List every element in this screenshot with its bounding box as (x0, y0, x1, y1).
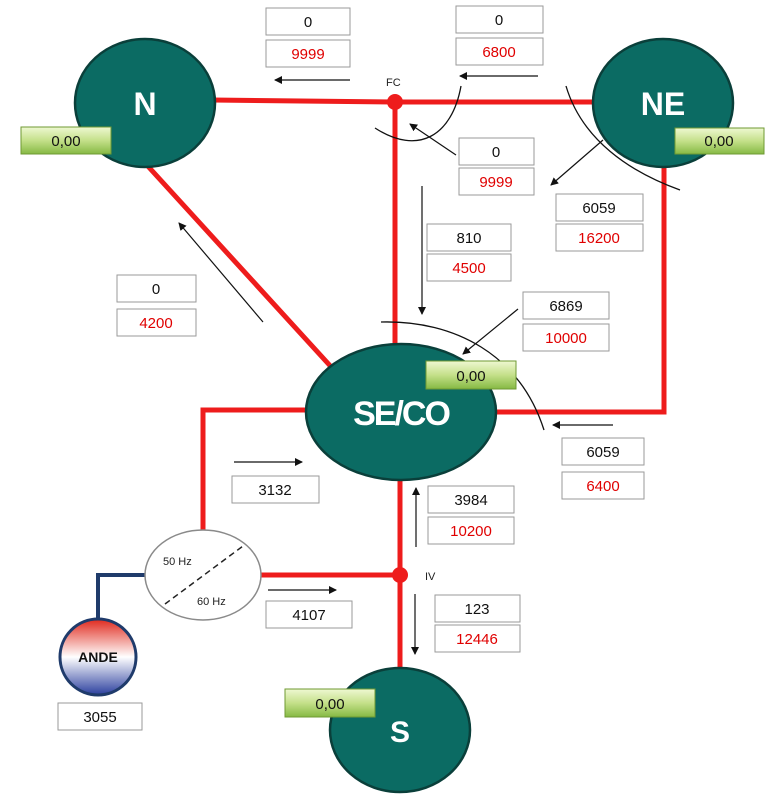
flow-fc-seco-limit: 4500 (452, 260, 485, 277)
ande-value: 3055 (83, 709, 116, 726)
node-ne-label: NE (641, 86, 685, 122)
flow-iv-s-limit: 12446 (456, 631, 498, 648)
line-n-seco (142, 160, 337, 373)
flow-to-seco-limit: 10000 (545, 330, 587, 347)
flow-ne-fc-limit: 6800 (482, 44, 515, 61)
flow-conv-iv-value: 4107 (292, 607, 325, 624)
transmission-lines (142, 97, 667, 671)
flow-fc-n-limit: 9999 (291, 46, 324, 63)
badge-seco: 0,00 (425, 360, 517, 390)
flow-to-seco-value: 6869 (549, 298, 582, 315)
flow-iv-seco-limit: 10200 (450, 523, 492, 540)
flow-box-to-seco: 6869 10000 (522, 291, 610, 352)
flow-ne-seco-limit: 6400 (586, 478, 619, 495)
flow-box-conv-iv: 4107 (265, 600, 353, 629)
flow-iv-seco-value: 3984 (454, 492, 487, 509)
flow-iv-s-value: 123 (464, 601, 489, 618)
converter-50hz-label: 50 Hz (163, 556, 192, 568)
badge-ne-value: 0,00 (704, 133, 733, 150)
node-ande-label: ANDE (78, 649, 118, 665)
junction-fc-label: FC (386, 77, 401, 89)
line-n-fc (209, 97, 398, 105)
node-ande: ANDE (58, 617, 138, 697)
flow-seco-n-value: 0 (152, 281, 160, 298)
converter-60hz-label: 60 Hz (197, 596, 226, 608)
badge-seco-value: 0,00 (456, 368, 485, 385)
flow-fc-seco-value: 810 (456, 230, 481, 247)
flow-box-seco-n: 0 4200 (116, 274, 197, 337)
line-ande-converter (96, 573, 148, 632)
flow-seco-n-limit: 4200 (139, 315, 172, 332)
badge-ne: 0,00 (674, 127, 765, 155)
node-s-label: S (390, 716, 410, 749)
line-seco-converter (200, 407, 313, 541)
flow-box-conv-seco: 3132 (231, 475, 320, 504)
flow-box-iv-s: 123 12446 (434, 594, 521, 653)
node-seco-label: SE/CO (353, 395, 450, 433)
cut-arcs (374, 85, 681, 431)
badge-n: 0,00 (20, 126, 112, 155)
flow-ne-fc-value: 0 (495, 12, 503, 29)
ande-value-box: 3055 (57, 702, 143, 731)
badge-s-value: 0,00 (315, 696, 344, 713)
badge-s: 0,00 (284, 688, 376, 718)
flow-box-fc-n: 0 9999 (265, 7, 351, 68)
frequency-converter: 50 Hz 60 Hz (144, 529, 262, 621)
flow-box-fc-seco: 810 4500 (426, 223, 512, 282)
flow-box-ne-seco: 6059 6400 (561, 437, 645, 500)
node-s: S (328, 666, 472, 794)
flow-fc-mid-limit: 9999 (479, 174, 512, 191)
flow-ne-diag-value: 6059 (582, 200, 615, 217)
flow-ne-diag-limit: 16200 (578, 230, 620, 247)
junction-iv (392, 567, 408, 583)
flow-ne-seco-value: 6059 (586, 444, 619, 461)
flow-box-ne-fc: 0 6800 (455, 5, 544, 66)
flow-box-ne-diag: 6059 16200 (555, 193, 644, 252)
line-ne-seco (490, 165, 667, 415)
flow-fc-mid-value: 0 (492, 144, 500, 161)
node-n-label: N (133, 86, 156, 122)
flow-arrows (178, 72, 613, 655)
junction-iv-label: IV (425, 571, 436, 583)
flow-fc-n-value: 0 (304, 14, 312, 31)
flow-box-fc-mid: 0 9999 (458, 137, 535, 196)
flow-box-iv-seco: 3984 10200 (427, 485, 515, 545)
junction-fc (387, 94, 403, 110)
badge-n-value: 0,00 (51, 133, 80, 150)
flow-conv-seco-value: 3132 (258, 482, 291, 499)
